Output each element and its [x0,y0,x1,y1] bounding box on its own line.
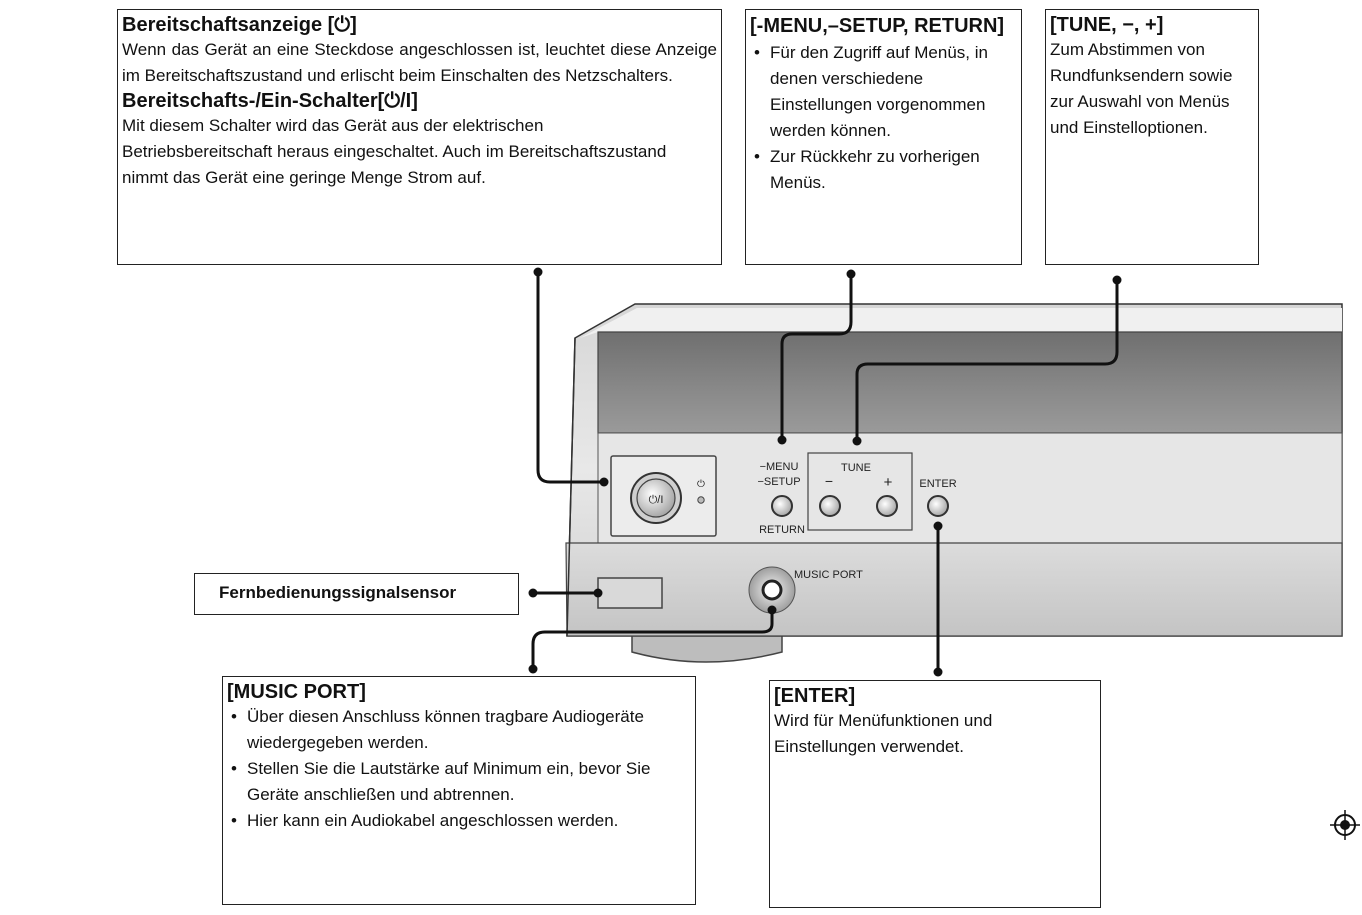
standby-indicator-glyph: ⏻ [697,479,705,490]
music-port-bullet-2: Stellen Sie die Lautstärke auf Minimum e… [231,756,661,808]
panel-music-port-label: MUSIC PORT [794,569,863,581]
tune-heading: [TUNE, −, +] [1050,14,1164,36]
enter-text: Wird für Menüfunktionen und Einstellunge… [774,711,993,756]
standby-switch-heading: Bereitschafts-/Ein-Schalter[⏻/I] [122,90,418,112]
remote-sensor [597,577,663,609]
enter-button [927,495,949,517]
menu-setup-button [771,495,793,517]
power-button [636,478,676,518]
music-port-bullets: Über diesen Anschluss können tragbare Au… [227,704,691,834]
tune-group [807,452,913,531]
menu-bullet-2: Zur Rückkehr zu vorherigen Menüs. [754,144,1017,196]
music-port-heading: [MUSIC PORT] [227,681,366,703]
music-port-bullet-1: Über diesen Anschluss können tragbare Au… [231,704,661,756]
leader-menu [780,274,853,440]
panel-tune-label: TUNE [841,462,871,474]
menu-heading: [-MENU,–SETUP, RETURN] [750,15,1005,37]
tune-text: Zum Abstimmen von Rundfunksendern sowie … [1050,40,1233,137]
power-button-glyph: ⏻/I [649,494,664,506]
panel-menu-label: −MENU [760,461,799,473]
registration-mark-icon [1330,810,1360,840]
tune-callout: [TUNE, −, +] Zum Abstimmen von Rundfunks… [1045,9,1259,265]
standby-indicator-heading: Bereitschaftsanzeige [⏻] [122,14,357,36]
panel-plus-label: + [884,474,893,491]
menu-bullet-1: Für den Zugriff auf Menüs, in denen vers… [754,40,1017,144]
device-foot [631,631,783,663]
remote-sensor-label: Fernbedienungssignalsensor [194,573,519,615]
panel-setup-label: −SETUP [757,476,800,488]
menu-callout: [-MENU,–SETUP, RETURN] Für den Zugriff a… [745,9,1022,265]
standby-switch-text: Mit diesem Schalter wird das Gerät aus d… [122,116,667,187]
leader-music-port [531,610,774,669]
music-port-bullet-3: Hier kann ein Audiokabel angeschlossen w… [231,808,661,834]
panel-return-label: RETURN [759,524,805,536]
panel-enter-label: ENTER [919,478,956,490]
music-port-jack [761,579,783,601]
music-port-callout: [MUSIC PORT] Über diesen Anschluss könne… [222,676,696,905]
tune-minus-button [819,495,841,517]
display-window [597,331,1343,434]
standby-callout: Bereitschaftsanzeige [⏻] Wenn das Gerät … [117,9,722,265]
standby-indicator-text: Wenn das Gerät an eine Steckdose angesch… [122,40,717,85]
standby-indicator [697,496,705,504]
panel-minus-label: − [825,473,833,489]
tune-plus-button [876,495,898,517]
leader-tune [855,280,1119,441]
menu-bullets: Für den Zugriff auf Menüs, in denen vers… [750,40,1017,196]
enter-heading: [ENTER] [774,685,856,707]
leader-standby [536,272,604,484]
enter-callout: [ENTER] Wird für Menüfunktionen und Eins… [769,680,1101,908]
